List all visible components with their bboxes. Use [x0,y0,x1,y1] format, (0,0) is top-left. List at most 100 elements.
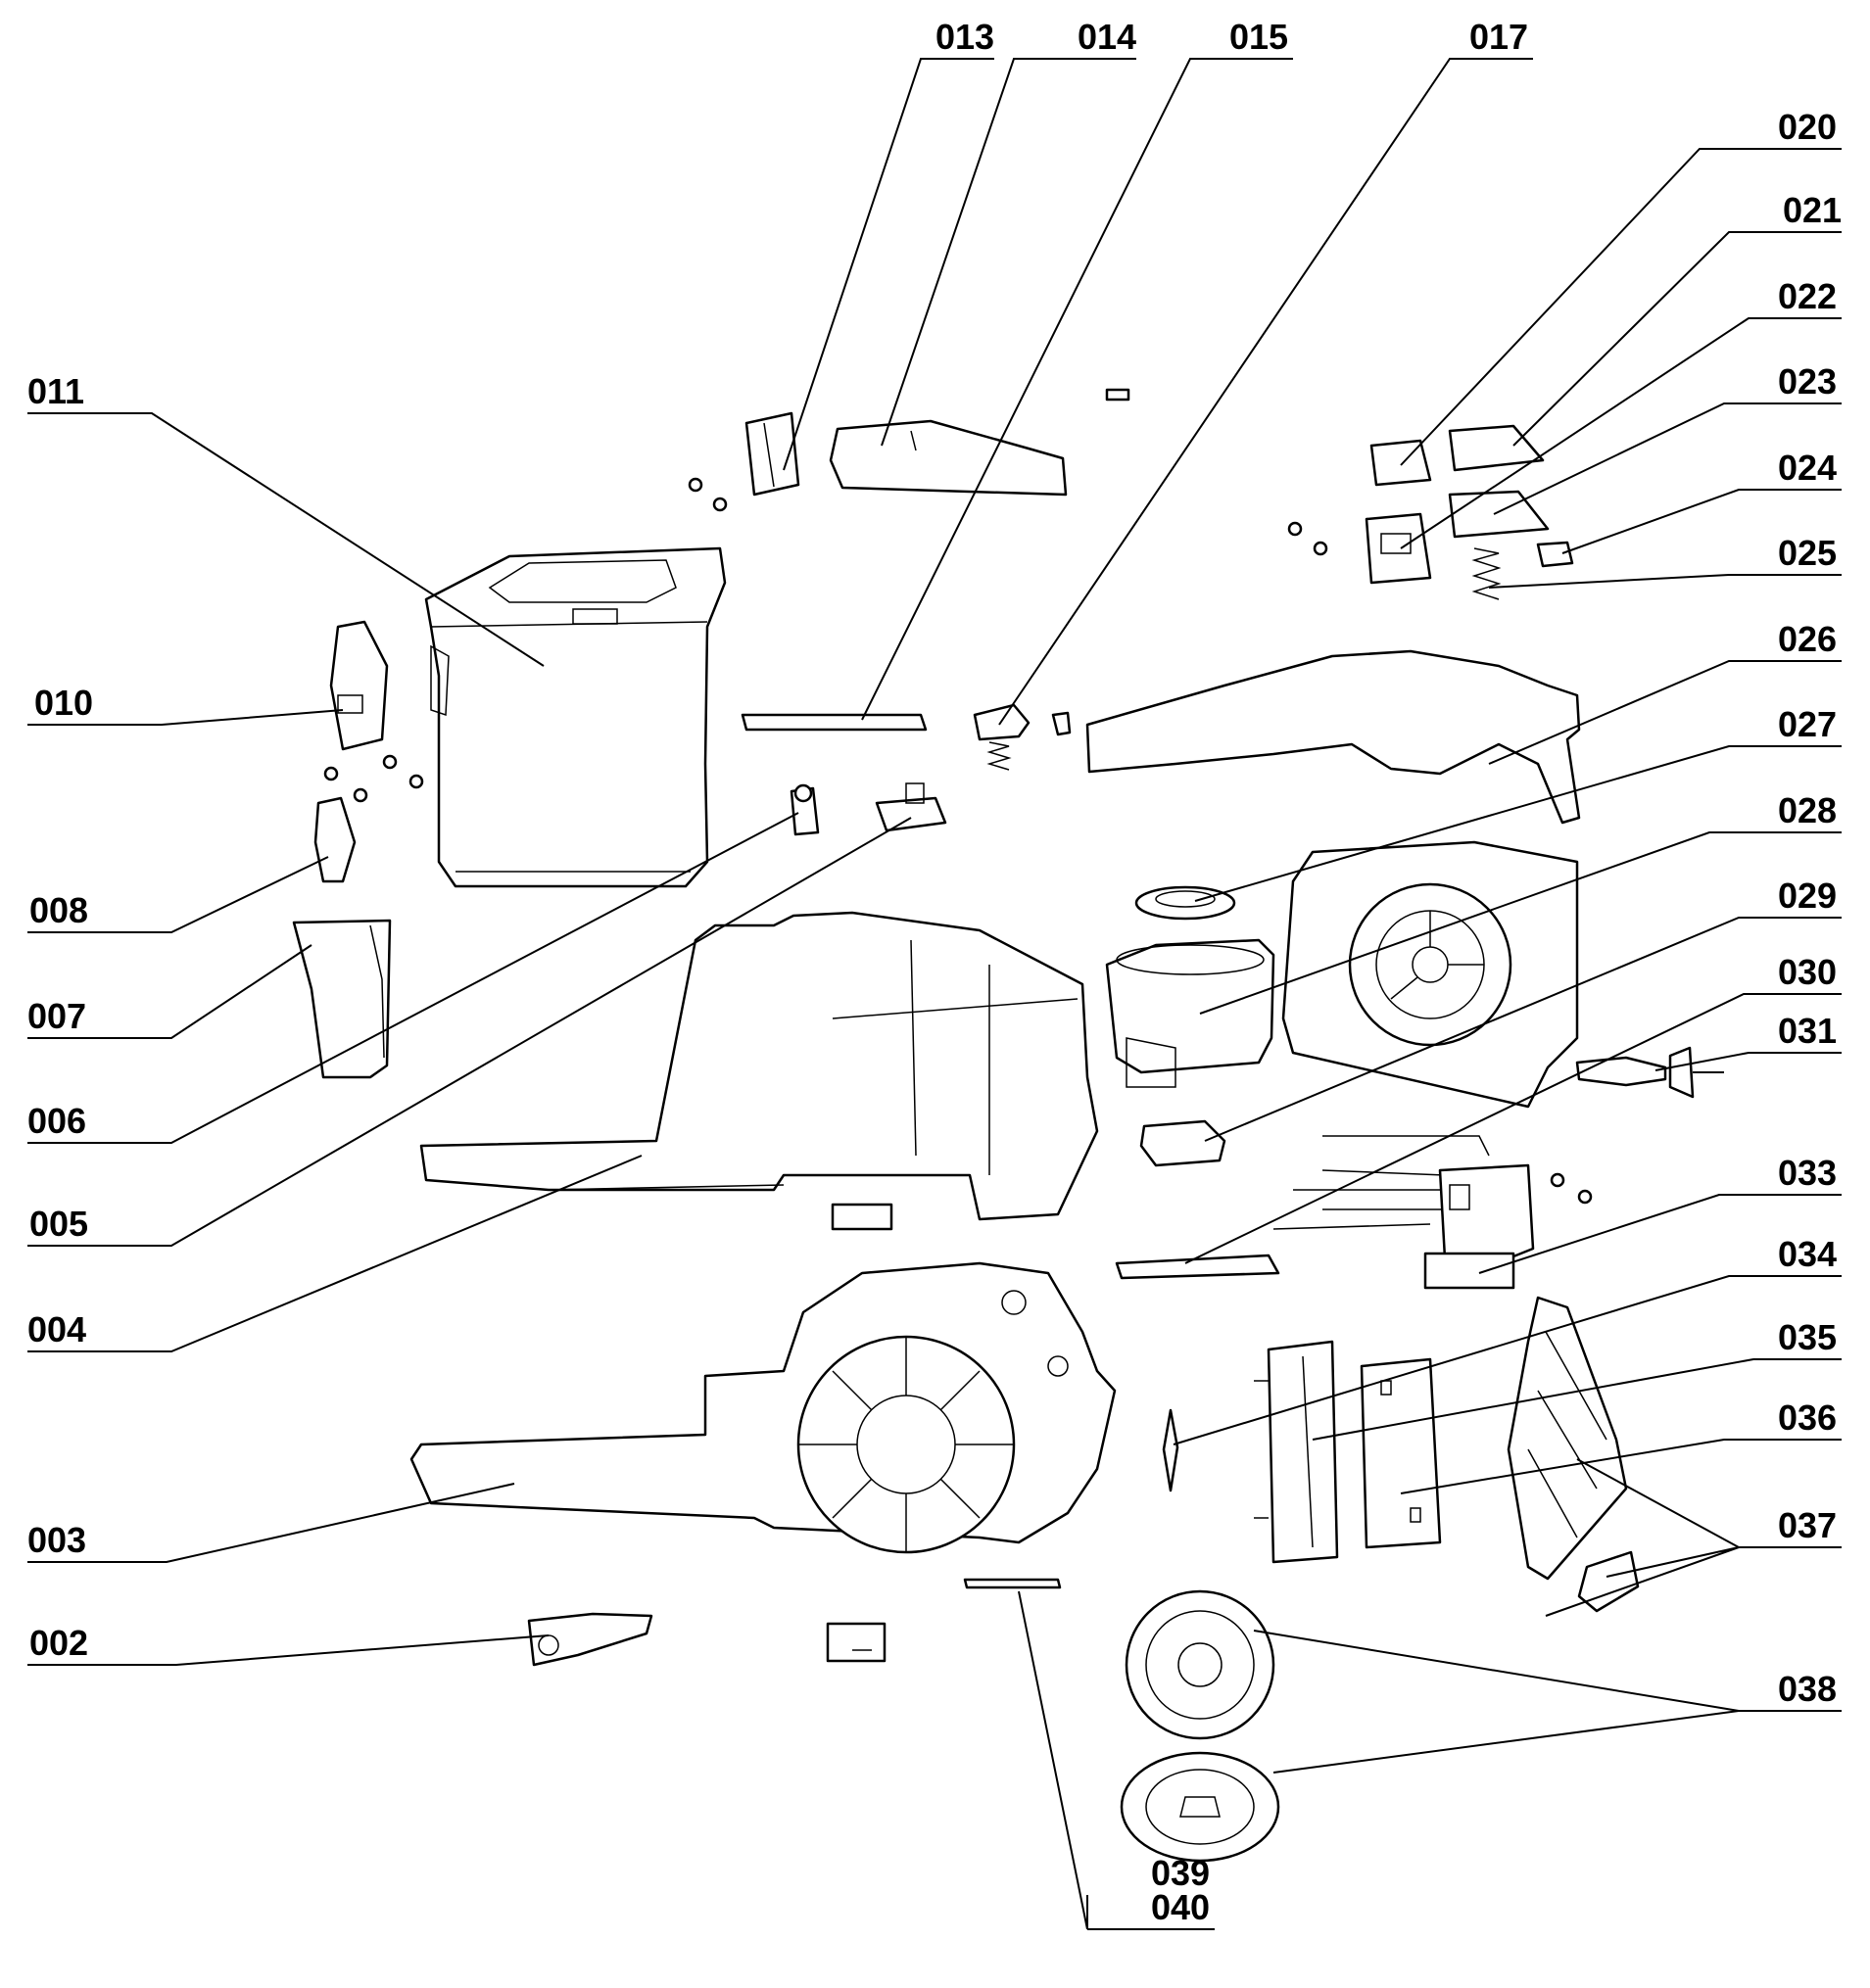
leader-008 [27,856,329,933]
part-024 [1536,541,1574,568]
part-011-dust-container [424,546,727,888]
screws-left [323,477,728,803]
label-008: 008 [29,890,88,930]
leader-038 [1253,1630,1842,1774]
part-017-valve [973,703,1072,771]
part-020 [1369,439,1432,487]
screw [1577,1189,1593,1205]
label-003: 003 [27,1520,86,1560]
part-014-handle-top [829,419,1068,497]
part-labels: 013 014 015 017 020 021 022 023 024 025 … [27,17,1842,1927]
leader-005 [27,817,912,1247]
label-022: 022 [1778,276,1837,316]
part-002-caster [527,1612,653,1667]
label-013: 013 [935,17,994,57]
leader-035 [1312,1358,1842,1441]
part-030-board [1115,1135,1490,1280]
leader-021 [1512,231,1842,447]
leader-020 [1400,148,1842,466]
label-030: 030 [1778,952,1837,992]
part-drawings [292,388,1724,1863]
label-006: 006 [27,1101,86,1141]
label-038: 038 [1778,1669,1837,1709]
screw [1550,1172,1565,1188]
leader-025 [1488,574,1842,589]
label-023: 023 [1778,361,1837,402]
leader-013 [783,58,994,471]
screw [1287,521,1303,537]
part-small-block [826,1622,887,1663]
leader-017 [998,58,1533,726]
part-015-seal-strip [741,713,928,732]
label-035: 035 [1778,1317,1837,1357]
part-039-strip [963,1578,1062,1589]
label-033: 033 [1778,1153,1837,1193]
part-005 [875,782,947,832]
label-027: 027 [1778,704,1837,744]
part-037-grille-cover [1507,1296,1640,1613]
label-011: 011 [27,371,84,411]
label-010: 010 [34,683,93,723]
label-020: 020 [1778,107,1837,147]
part-013-button [744,411,800,497]
leader-014 [881,58,1136,447]
leader-011 [27,412,545,667]
leader-029 [1204,917,1842,1142]
part-026-top-cover [1085,649,1581,825]
leader-023 [1493,402,1842,515]
part-003-lower-body [409,1261,1117,1554]
leader-026 [1488,660,1842,765]
leader-004 [27,1155,643,1352]
label-036: 036 [1778,1397,1837,1438]
part-038-filter-discs [1120,1589,1280,1863]
label-025: 025 [1778,533,1837,573]
part-008 [313,796,357,883]
leader-037 [1545,1458,1842,1617]
screw [1313,541,1328,556]
leader-039-040 [1018,1590,1215,1930]
leader-006 [27,812,799,1144]
leader-002 [27,1634,550,1666]
part-027-filter-ring [1134,885,1236,921]
label-017: 017 [1469,17,1528,57]
label-002: 002 [29,1623,88,1663]
part-025-spring [1471,547,1502,600]
label-029: 029 [1778,876,1837,916]
part-021 [1448,424,1545,472]
leader-028 [1199,831,1842,1015]
part-004-chassis [419,911,1099,1231]
part-029 [1139,1119,1226,1167]
leader-033 [1478,1194,1842,1274]
leader-036 [1400,1439,1842,1494]
part-rear-housing [1281,840,1579,1109]
small-clip [1105,388,1130,402]
part-033-switch [1423,1163,1535,1290]
part-028-motor [1105,938,1275,1088]
label-021: 021 [1783,190,1842,230]
label-028: 028 [1778,790,1837,830]
leader-003 [27,1483,515,1563]
leader-031 [1654,1052,1842,1071]
part-034 [1162,1408,1179,1492]
part-022 [1365,512,1432,585]
label-014: 014 [1078,17,1136,57]
part-010-handle-cover [329,620,389,751]
part-023 [1448,490,1550,539]
leader-lines [27,58,1842,1930]
label-037: 037 [1778,1505,1837,1545]
leader-030 [1184,993,1842,1264]
label-040: 040 [1151,1887,1210,1927]
part-007-filter-housing [292,919,392,1079]
leader-015 [861,58,1293,721]
label-039: 039 [1151,1853,1210,1893]
leader-034 [1173,1275,1842,1445]
label-026: 026 [1778,619,1837,659]
part-036-plate [1360,1357,1442,1549]
leader-027 [1194,745,1842,902]
leader-007 [27,944,312,1039]
leader-010 [27,709,344,726]
label-005: 005 [29,1204,88,1244]
label-024: 024 [1778,448,1837,488]
